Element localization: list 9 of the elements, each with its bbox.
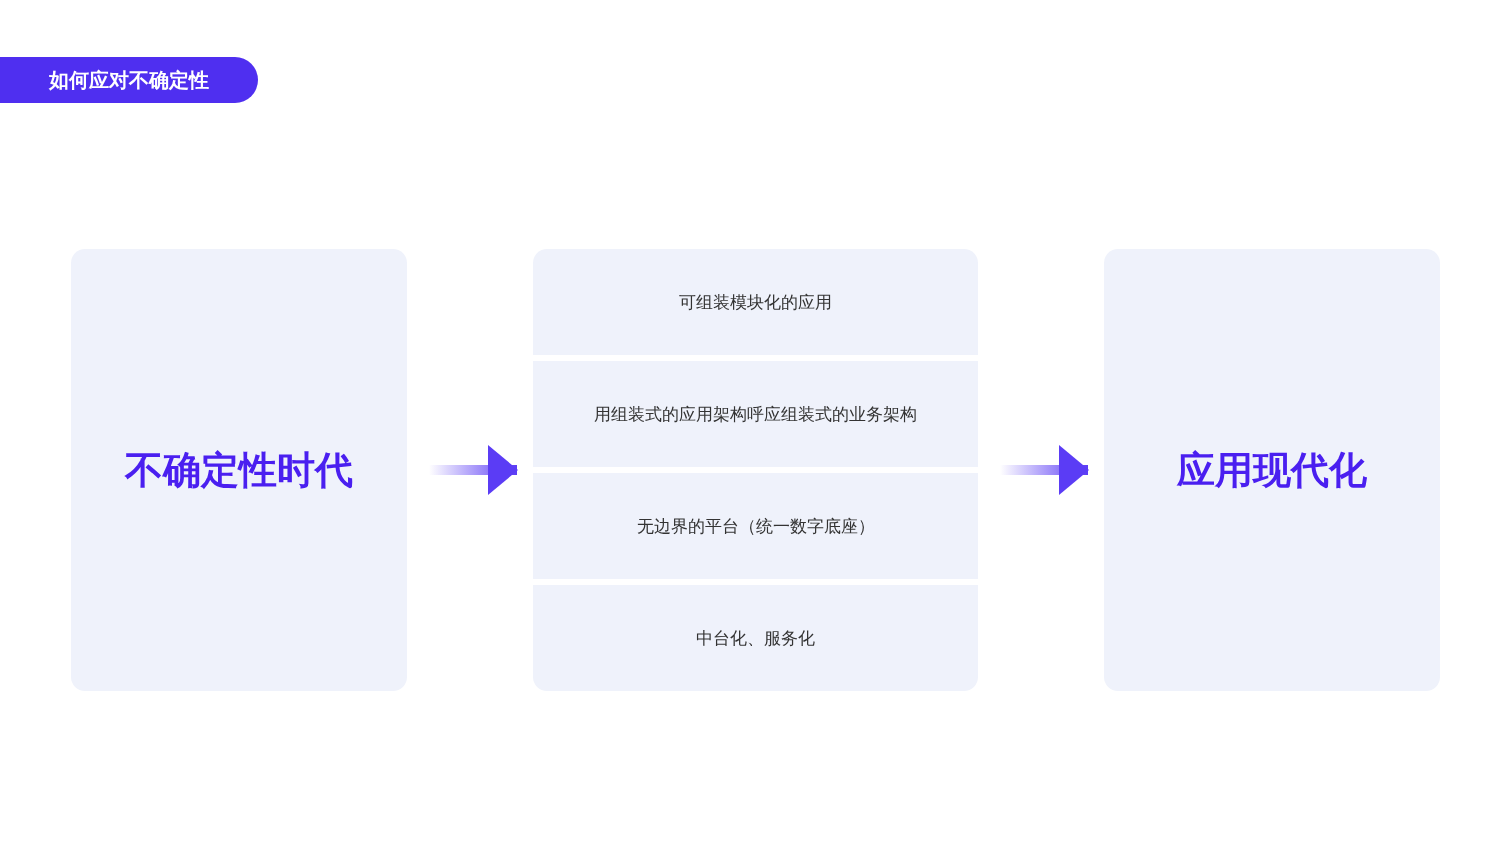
item-text: 无边界的平台（统一数字底座） [636,514,875,538]
title-banner: 如何应对不确定性 [0,57,258,103]
item-text: 用组装式的应用架构呼应组装式的业务架构 [594,402,917,426]
arrow [1000,445,1089,495]
heading-text: 不确定性时代 [125,446,353,494]
arrow [429,445,518,495]
item-text: 可组装模块化的应用 [679,290,832,314]
heading-text: 应用现代化 [1177,446,1367,494]
item-text: 中台化、服务化 [696,626,815,650]
